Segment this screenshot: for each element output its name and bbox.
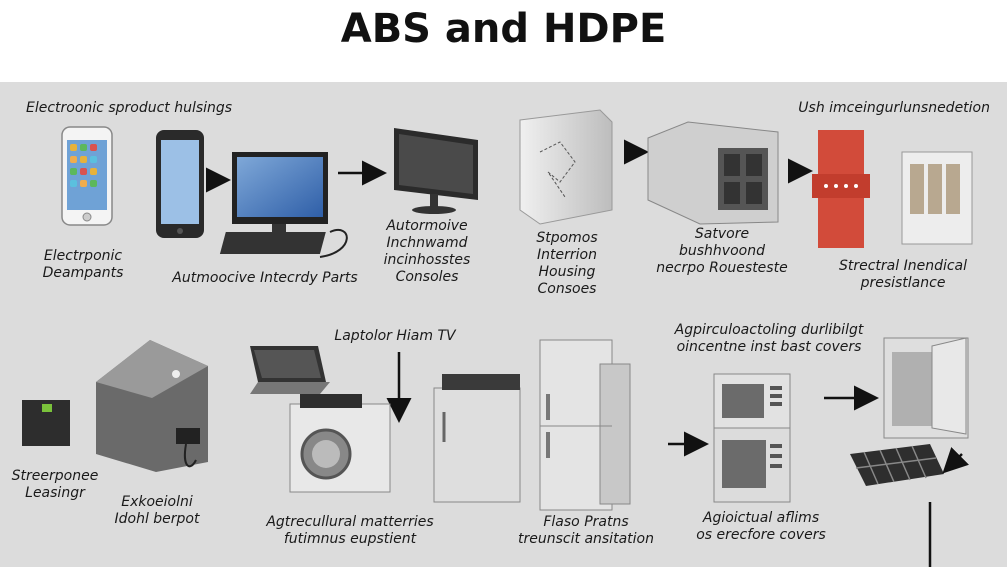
label-electronic-housings: Electroonic sproduct hulsings [26, 100, 233, 116]
label-flaso-parts: Flaso Pratns treunscit ansitation [518, 514, 654, 547]
label-automotive-interior-parts: Autmoocive Intecrdy Parts [172, 270, 358, 286]
housing-box-icon [519, 109, 613, 225]
washing-machine-icon [289, 394, 391, 493]
label-agricultural-films: Agioictual aflims os erecfore covers [696, 510, 826, 543]
label-exterior-bumper: Exkoeiolni Idohl berpot [114, 494, 200, 527]
label-agricultural-top: Agpirculoactoling durlibilgt oincentne i… [674, 322, 864, 355]
enclosure-icon [96, 340, 208, 472]
page-title: ABS and HDPE [340, 6, 667, 52]
small-fridge-icon [433, 374, 521, 503]
tall-fridge-icon [539, 339, 631, 511]
small-device-icon [22, 400, 70, 446]
desktop-computer-icon [219, 152, 348, 258]
label-automotive-consoles: Autormoive Inchnwamd incinhosstes Consol… [383, 218, 471, 285]
label-bushwood: Satvore bushhvoond necrpo Rouesteste [656, 226, 788, 276]
label-streetphone: Streerponee Leasingr [11, 468, 99, 501]
cabinet-icon [901, 151, 973, 245]
label-laptop-tv: Laptolor Hiam TV [334, 328, 456, 344]
grid-tray-icon [850, 444, 944, 486]
label-agricultural-bottom: Agtrecullural matterries futimnus eupsti… [266, 514, 434, 547]
black-phone-icon [156, 130, 204, 238]
diagram-artwork [22, 109, 973, 567]
label-top-right: Ush imceingurlunsnedetion [798, 100, 990, 116]
red-component-icon [812, 130, 870, 248]
label-housing-consoles: Stpomos Interrion Housing Consoes [536, 230, 598, 297]
laptop-icon [250, 346, 330, 394]
open-cabinet-icon [883, 337, 969, 439]
microwave-icon [713, 373, 791, 503]
smartphone-icon [61, 126, 113, 226]
appliance-panel-icon [647, 121, 779, 225]
label-structural-resistance: Strectral Inendical presistlance [838, 258, 968, 291]
label-electronic-components: Electrponic Deampants [42, 248, 124, 281]
monitor-icon [394, 128, 478, 214]
diagram-panel: Electroonic sproduct hulsings Ush imcein… [0, 82, 1007, 567]
